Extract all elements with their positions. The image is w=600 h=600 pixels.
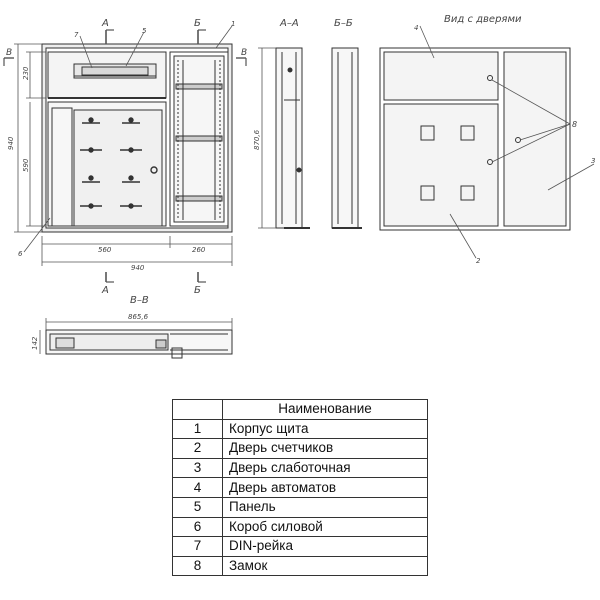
panel-mounts	[80, 117, 158, 209]
callout-1: 1	[231, 20, 235, 28]
row-number: 8	[172, 555, 223, 577]
dim-total-height: 940	[7, 136, 15, 150]
dim-lower-section: 590	[22, 158, 30, 172]
dim-side-height: 870,6	[253, 129, 261, 150]
callout-8: 8	[572, 120, 577, 129]
row-number: 2	[172, 438, 223, 459]
callout-7: 7	[74, 31, 79, 39]
view-vv-title: В–В	[130, 295, 149, 306]
table-header-row: Наименование	[172, 399, 428, 420]
row-name: Дверь слаботочная	[222, 457, 428, 479]
section-v-marker-left: В	[6, 48, 12, 58]
row-number: 6	[172, 516, 223, 538]
dim-right-width: 260	[192, 246, 206, 254]
row-number: 3	[172, 457, 223, 479]
section-vv-view	[39, 318, 233, 359]
section-b-bottom-label: Б	[194, 285, 201, 296]
row-name: Панель	[222, 496, 428, 518]
section-b-top-label: Б	[194, 18, 201, 29]
row-number: 7	[172, 536, 223, 557]
callout-3: 3	[591, 157, 595, 165]
table-header-num	[172, 399, 223, 420]
row-name: Короб силовой	[222, 516, 428, 538]
table-header-name: Наименование	[222, 399, 428, 420]
dim-vv-depth: 142	[31, 336, 39, 350]
dim-left-width: 560	[98, 246, 112, 254]
section-bb-view	[331, 47, 362, 229]
front-view	[3, 25, 247, 283]
dim-top-section: 230	[22, 66, 30, 80]
dim-total-width: 940	[131, 264, 145, 272]
callout-4: 4	[414, 24, 418, 32]
section-a-top-label: А	[101, 18, 109, 29]
dim-vv-width: 865,6	[128, 313, 149, 321]
callout-2: 2	[476, 257, 481, 265]
row-name: Корпус щита	[222, 418, 428, 440]
view-aa-title: А–А	[279, 18, 299, 29]
row-name: DIN-рейка	[222, 536, 428, 557]
row-name: Дверь счетчиков	[222, 438, 428, 459]
doors-view	[379, 25, 595, 259]
callout-5: 5	[142, 27, 147, 35]
row-number: 5	[172, 496, 223, 518]
view-doors-title: Вид с дверями	[444, 14, 522, 25]
din-rails	[175, 60, 223, 220]
row-number: 1	[172, 418, 223, 440]
row-name: Замок	[222, 555, 428, 577]
row-number: 4	[172, 477, 223, 498]
section-v-marker-right: В	[241, 48, 247, 58]
row-name: Дверь автоматов	[222, 477, 428, 498]
technical-drawing: А Б А Б А–А Б–Б Вид с дверями В–В В В 94…	[3, 14, 595, 359]
section-aa-view	[258, 47, 310, 229]
view-bb-title: Б–Б	[334, 18, 353, 29]
callout-6: 6	[18, 250, 23, 258]
section-a-bottom-label: А	[101, 285, 109, 296]
